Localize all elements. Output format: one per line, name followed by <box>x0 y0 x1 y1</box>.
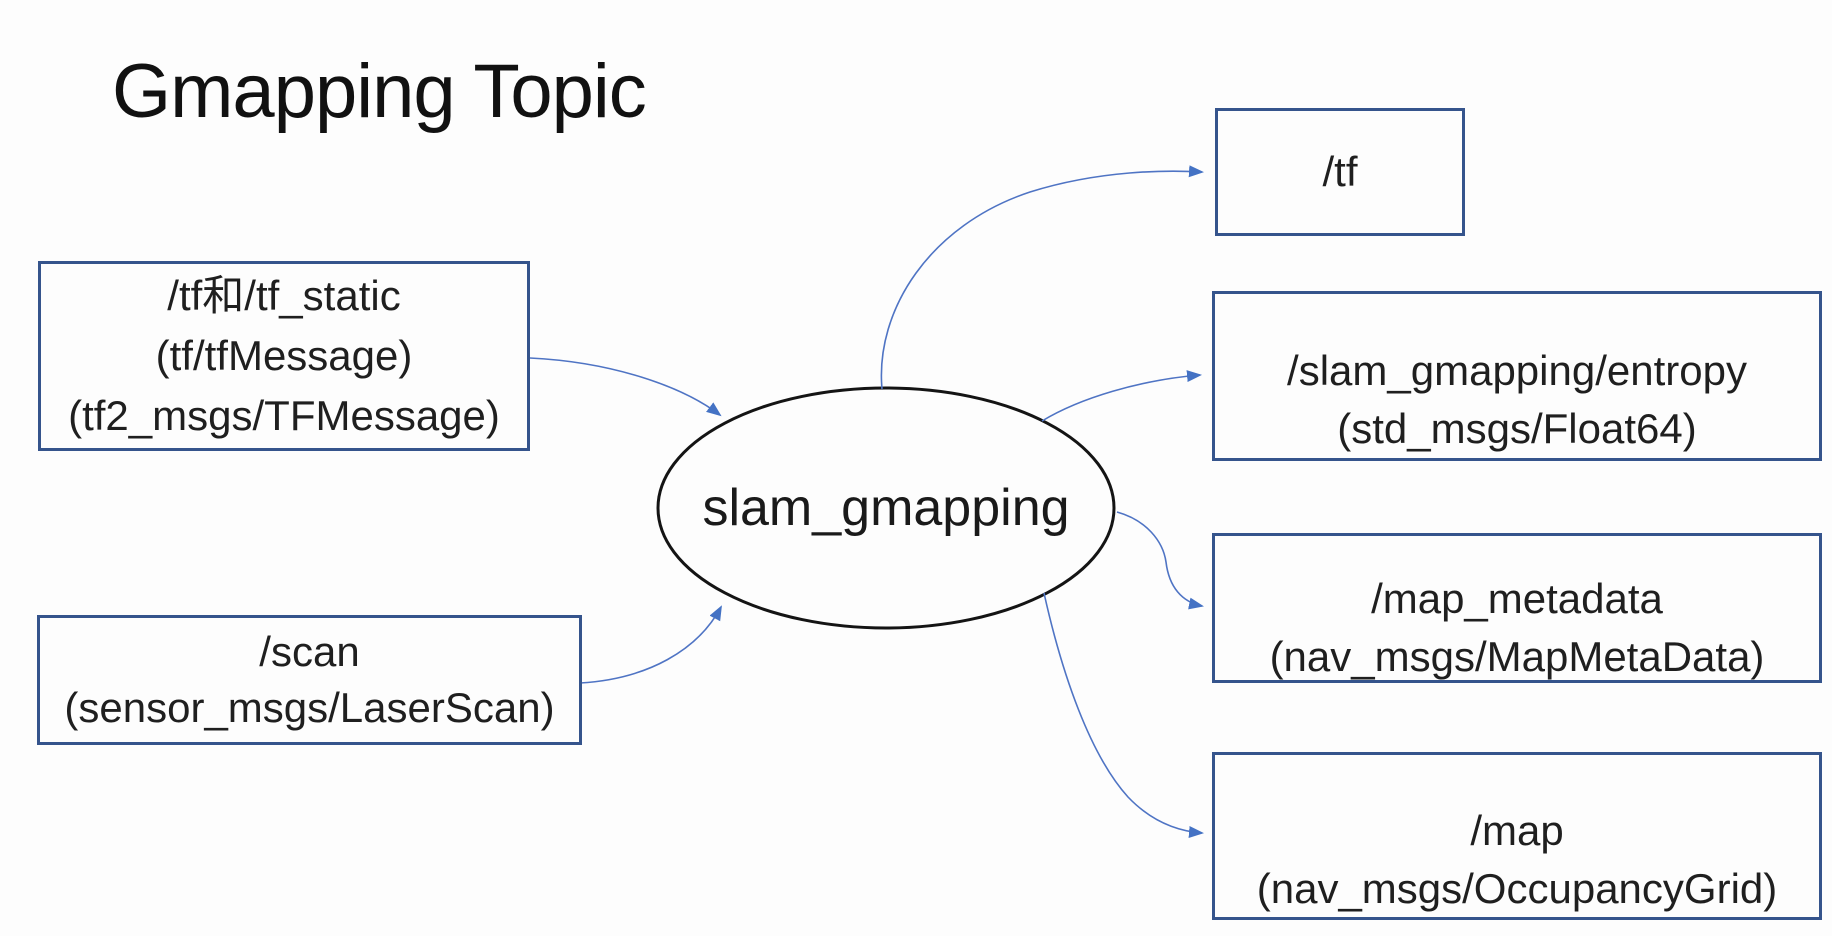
arrow-tf-static-to-slam-gmapping <box>529 357 722 417</box>
node-scan-line-2: (sensor_msgs/LaserScan) <box>64 684 555 731</box>
arrow-slam-gmapping-to-entropy <box>1041 370 1202 422</box>
node-map-metadata: /map_metadata (nav_msgs/MapMetaData) <box>1212 533 1822 683</box>
node-tf-static-line-3: (tf2_msgs/TFMessage) <box>68 392 500 439</box>
arrow-slam-gmapping-to-tf <box>880 165 1204 390</box>
node-entropy-line-1: /slam_gmapping/entropy <box>1287 347 1747 394</box>
node-tf-static-line-2: (tf/tfMessage) <box>155 332 413 379</box>
node-tf-static: /tf和/tf_static (tf/tfMessage) (tf2_msgs/… <box>38 261 530 451</box>
node-tf-static-line-1: /tf和/tf_static <box>167 272 401 319</box>
node-entropy-line-2: (std_msgs/Float64) <box>1337 405 1697 452</box>
page-title: Gmapping Topic <box>112 49 647 134</box>
node-map: /map (nav_msgs/OccupancyGrid) <box>1212 752 1822 920</box>
node-map-metadata-line-2: (nav_msgs/MapMetaData) <box>1269 633 1765 680</box>
node-tf-line-1: /tf <box>1322 148 1358 195</box>
node-map-line-1: /map <box>1470 807 1564 854</box>
node-scan-line-1: /scan <box>259 628 360 675</box>
arrow-slam-gmapping-to-map-metadata <box>1116 511 1204 610</box>
node-scan: /scan (sensor_msgs/LaserScan) <box>37 615 582 745</box>
node-map-metadata-line-1: /map_metadata <box>1371 575 1663 622</box>
arrow-scan-to-slam-gmapping <box>579 605 722 684</box>
node-map-line-2: (nav_msgs/OccupancyGrid) <box>1256 865 1778 912</box>
arrow-slam-gmapping-to-map <box>1043 592 1204 838</box>
node-tf: /tf <box>1215 108 1465 236</box>
node-entropy: /slam_gmapping/entropy (std_msgs/Float64… <box>1212 291 1822 461</box>
slam-gmapping-ellipse <box>656 386 1116 630</box>
node-slam-gmapping-label: slam_gmapping <box>702 479 1070 537</box>
